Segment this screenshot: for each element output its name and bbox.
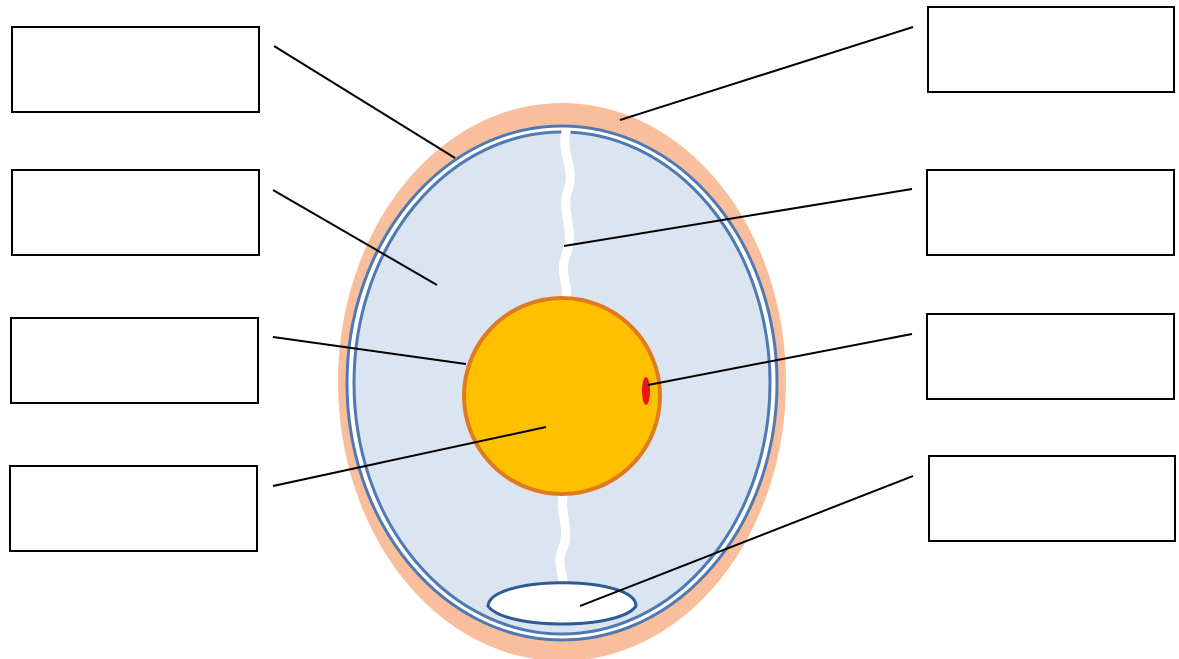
label-box-air-cell[interactable] [928,455,1176,542]
label-box-chalaza[interactable] [926,169,1175,256]
leader-line-l1 [274,46,455,158]
leader-line-r1 [620,27,913,120]
label-box-yolk-membrane[interactable] [10,317,259,404]
label-box-shell-membrane[interactable] [11,26,260,113]
label-box-albumen[interactable] [11,169,260,256]
chalaza-bottom [560,492,566,590]
label-box-germinal-disc[interactable] [926,313,1175,400]
label-box-shell[interactable] [927,6,1175,93]
yolk [464,298,660,494]
germinal-disc [642,377,650,405]
air-cell [488,583,636,624]
label-box-yolk[interactable] [9,465,258,552]
